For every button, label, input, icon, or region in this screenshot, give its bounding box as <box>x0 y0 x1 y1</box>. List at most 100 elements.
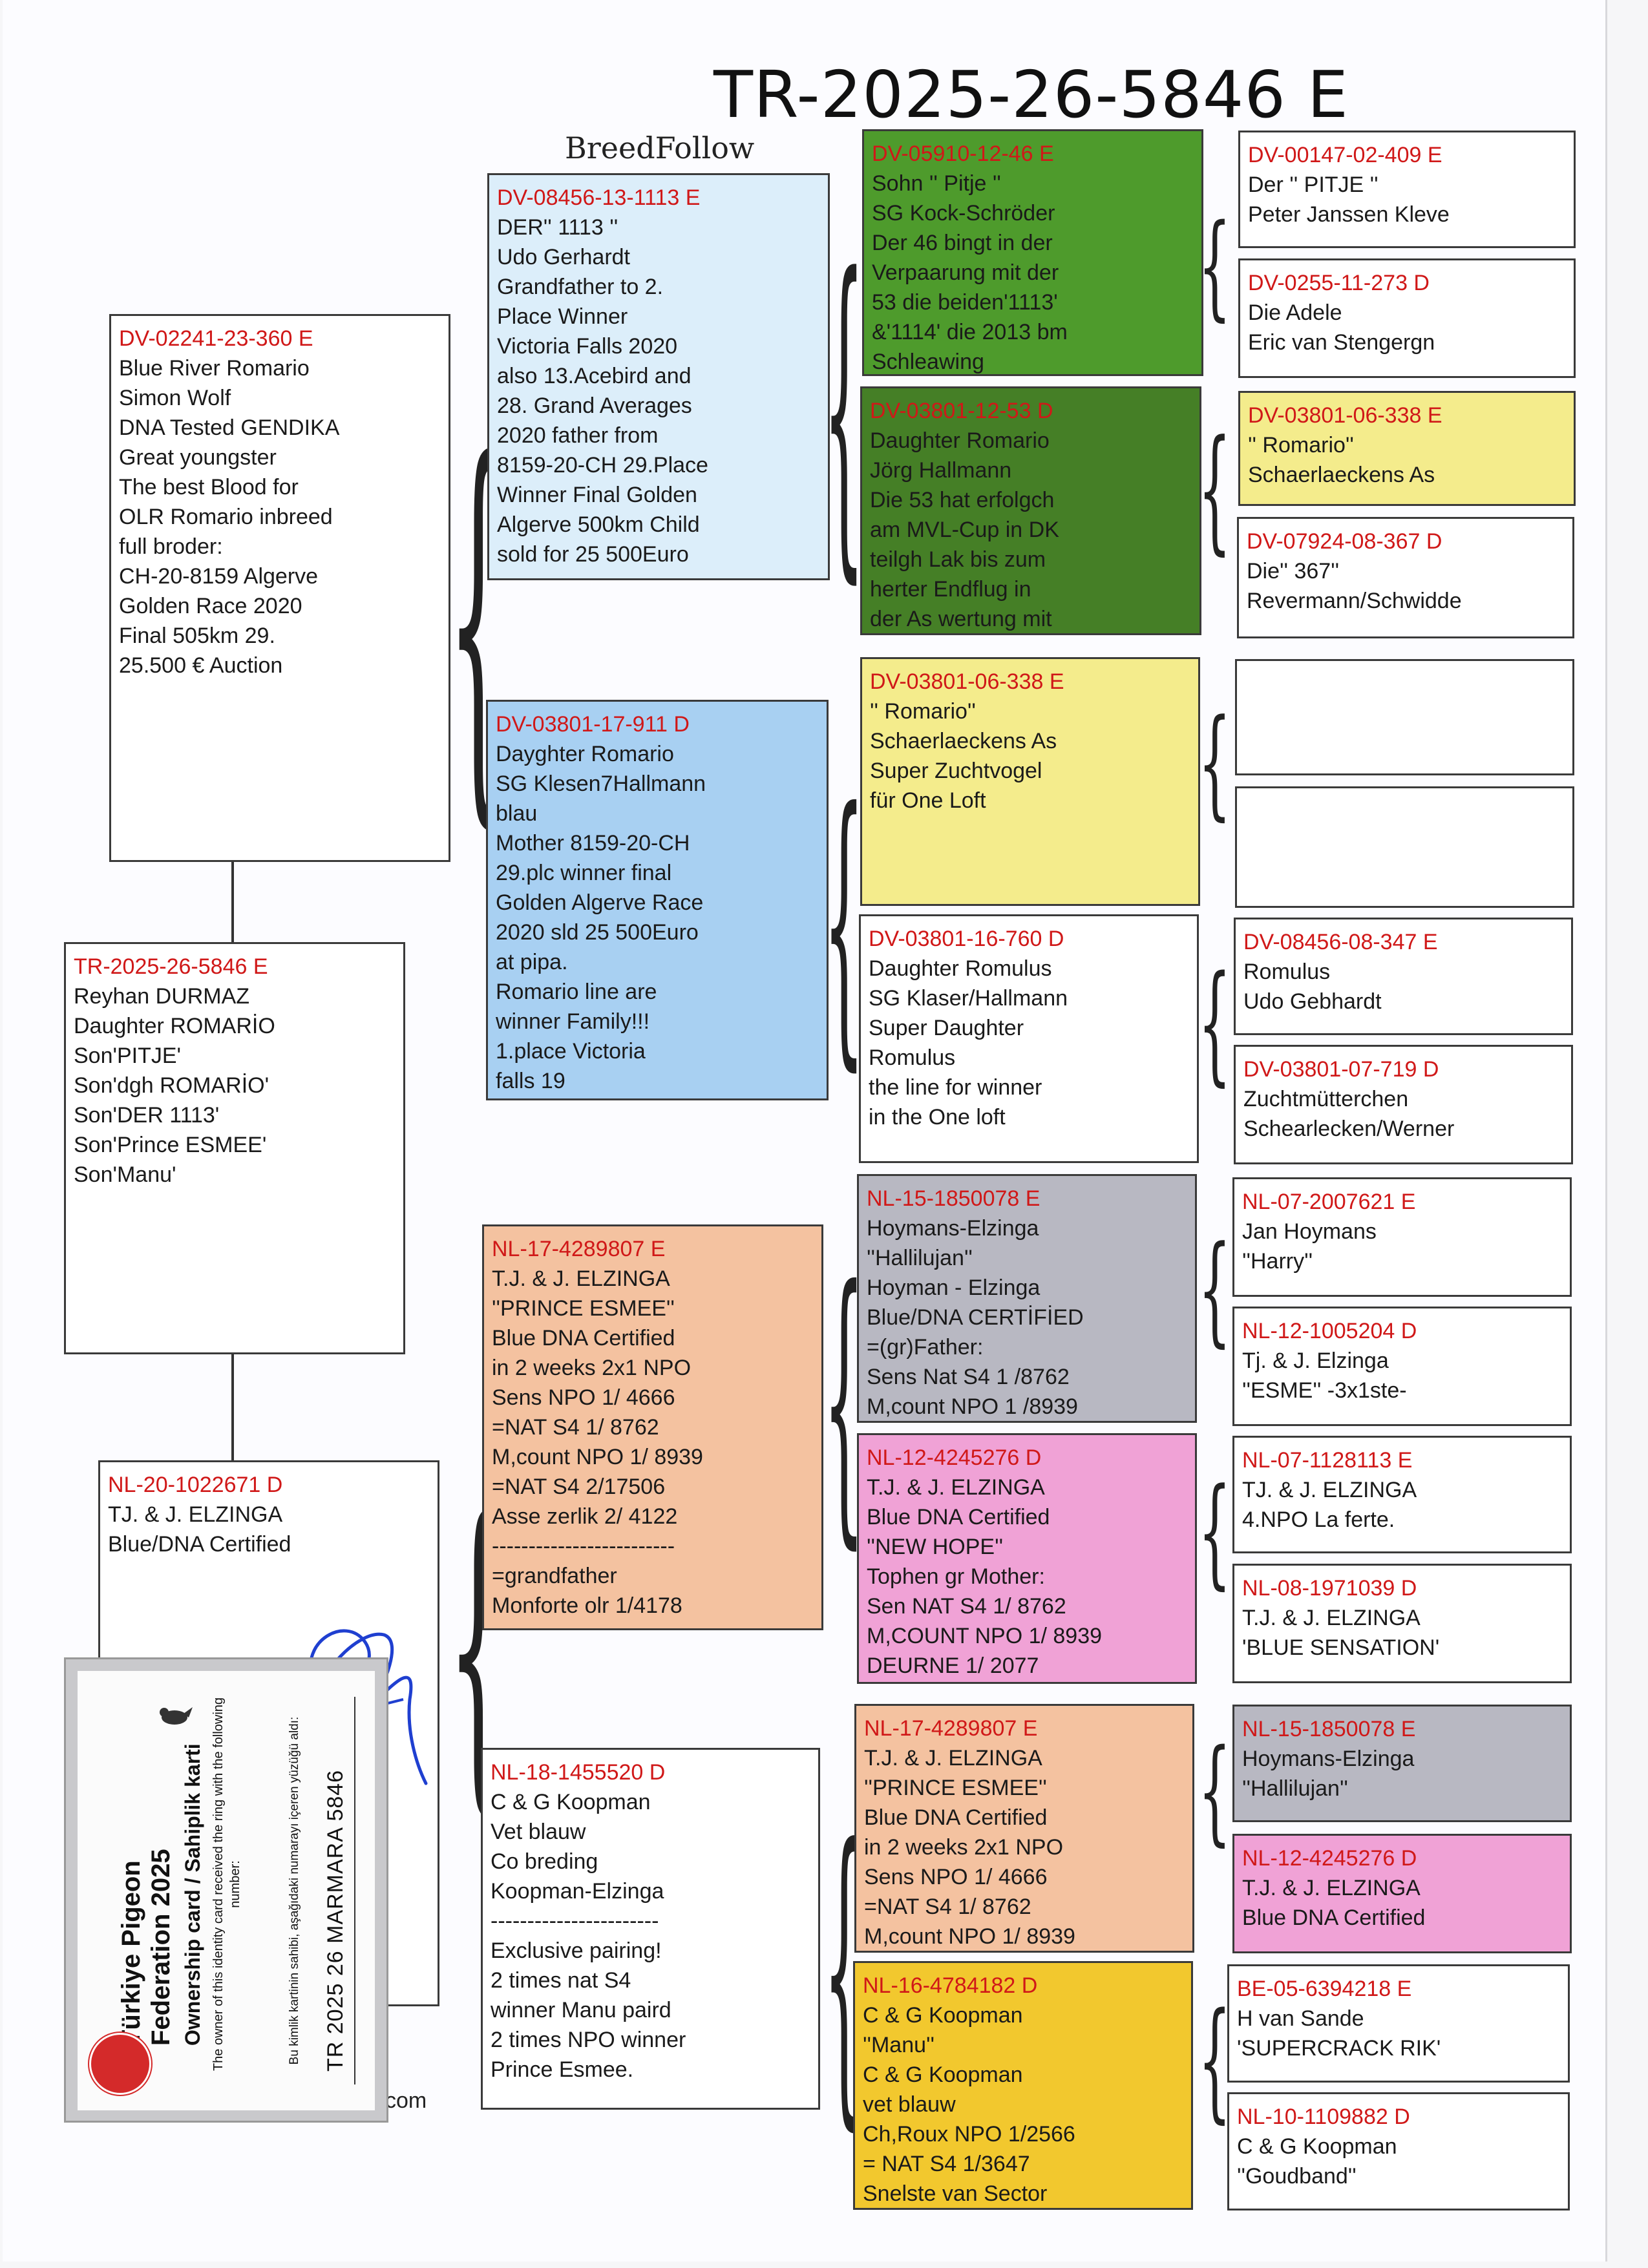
pedigree-line: Prince Esmee. <box>491 2057 634 2082</box>
pedigree-brace: { <box>1198 200 1231 333</box>
connector-line <box>231 861 234 942</box>
pedigree-line: SG Kock-Schröder <box>872 201 1055 226</box>
pedigree-line: Hoymans-Elzinga <box>867 1216 1039 1241</box>
pedigree-line: SG Klesen7Hallmann <box>496 772 706 796</box>
ring-number: DV-0255-11-273 D <box>1248 271 1430 295</box>
g3-box-1: DV-05910-12-46 E Sohn '' Pitje '' SG Kock-… <box>862 129 1203 376</box>
pedigree-line: Golden Race 2020 <box>119 594 302 618</box>
pedigree-line: T.J. & J. ELZINGA <box>867 1475 1045 1500</box>
g3-box-3: DV-03801-06-338 E'' Romario''Schaerlaeck… <box>860 657 1200 906</box>
pedigree-line: in 2 weeks 2x1 NPO <box>864 1835 1064 1860</box>
card-org-name: Türkiye Pigeon Federation 2025 <box>117 1849 175 2046</box>
pedigree-line: 25.500 € Auction <box>119 653 283 678</box>
pedigree-line: 28. Grand Averages <box>497 394 692 418</box>
pedigree-line: Vet blauw <box>491 1820 586 1844</box>
pedigree-line: &'1114' die 2013 bm <box>872 320 1068 344</box>
pedigree-line: winner Manu paird <box>491 1998 671 2022</box>
pedigree-line: Son'PITJE' <box>74 1044 182 1068</box>
pedigree-brace: { <box>1198 948 1231 1098</box>
pedigree-line: blau <box>496 801 538 826</box>
pedigree-line: in the One loft <box>869 1105 1006 1129</box>
pedigree-line: Zuchtmütterchen <box>1243 1087 1409 1111</box>
pedigree-line: C & G Koopman <box>863 2063 1023 2087</box>
pedigree-line: in 2 weeks 2x1 NPO <box>492 1356 692 1380</box>
pedigree-line: Die Adele <box>1248 300 1342 325</box>
pedigree-line: Sens Nat S4 1 /8762 <box>867 1365 1070 1389</box>
pedigree-line: 2 times nat S4 <box>491 1968 631 1993</box>
pedigree-line: the line for winner <box>869 1075 1042 1100</box>
pedigree-line: Revermann/Schwidde <box>1247 589 1462 613</box>
ring-number: NL-18-1455520 D <box>491 1760 666 1785</box>
pedigree-line: 8159-20-CH 29.Place <box>497 453 708 478</box>
pedigree-line: 'SUPERCRACK RIK' <box>1237 2036 1441 2061</box>
ring-number: DV-08456-13-1113 E <box>497 185 701 210</box>
pedigree-line: Monforte olr 1/4178 <box>492 1593 682 1618</box>
pedigree-line: 2 times NPO winner <box>491 2028 686 2052</box>
pedigree-line: OLR Romario inbreed <box>119 505 333 529</box>
pedigree-line: Schaerlaeckens As <box>1248 463 1435 487</box>
pedigree-line: Blue River Romario <box>119 356 310 381</box>
pedigree-brace: { <box>1198 1725 1231 1858</box>
ring-number: DV-03801-06-338 E <box>1248 403 1442 428</box>
pedigree-line: ----------------------- <box>491 1909 659 1933</box>
pedigree-line: Sohn '' Pitje '' <box>872 171 1001 196</box>
ring-number: DV-00147-02-409 E <box>1248 143 1442 167</box>
page-title: TR-2025-26-5846 E <box>713 57 1349 132</box>
ring-number: NL-15-1850078 E <box>1242 1717 1416 1741</box>
pedigree-line: ''NEW HOPE'' <box>867 1535 1004 1559</box>
pedigree-line: 2020 father from <box>497 423 659 448</box>
ring-number: TR-2025-26-5846 E <box>74 954 268 979</box>
pedigree-line: =NAT S4 1/ 8762 <box>864 1895 1031 1919</box>
g4-box-3: DV-03801-06-338 E'' Romario''Schaerlaeck… <box>1238 391 1576 506</box>
pedigree-line: Reyhan DURMAZ <box>74 984 250 1009</box>
pedigree-line: DNA Tested GENDIKA <box>119 415 340 440</box>
pedigree-brace: { <box>1198 411 1231 568</box>
pedigree-line: vet blauw <box>863 2092 956 2117</box>
pedigree-line: Udo Gebhardt <box>1243 989 1382 1014</box>
pedigree-line: ''ESME'' -3x1ste- <box>1242 1378 1407 1403</box>
pedigree-line: C & G Koopman <box>1237 2134 1397 2159</box>
pedigree-line: =(gr)Father: <box>867 1335 984 1360</box>
pedigree-line: Die'' 367'' <box>1247 559 1340 583</box>
pedigree-line: Daughter Romulus <box>869 956 1052 981</box>
pedigree-line: Blue DNA Certified <box>864 1805 1048 1830</box>
pedigree-line: T.J. & J. ELZINGA <box>864 1746 1042 1770</box>
pedigree-line: DEURNE 1/ 2077 <box>867 1654 1039 1678</box>
pedigree-line: Son'Prince ESMEE' <box>74 1133 267 1157</box>
pedigree-line: Daughter ROMARİO <box>74 1014 275 1038</box>
pedigree-line: Romulus <box>869 1045 956 1070</box>
pedigree-line: Peter Janssen Kleve <box>1248 202 1450 227</box>
pedigree-line: herter Endflug in <box>870 577 1031 602</box>
pedigree-line: teilgh Lak bis zum <box>870 547 1046 572</box>
pedigree-line: The best Blood for <box>119 475 299 499</box>
pedigree-line: ''Manu'' <box>863 2033 935 2057</box>
card-underline <box>354 1697 355 2084</box>
pedigree-line: Algerve 500km Child <box>497 512 700 537</box>
ring-number: NL-12-1005204 D <box>1242 1319 1417 1343</box>
pedigree-line: =NAT S4 2/17506 <box>492 1475 666 1499</box>
pedigree-line: winner Family!!! <box>496 1009 650 1034</box>
ring-number: NL-12-4245276 D <box>867 1445 1042 1470</box>
ring-number: DV-05910-12-46 E <box>872 142 1054 166</box>
card-title: Ownership card / Sahiplik karti <box>181 1743 204 2046</box>
pedigree-line: TJ. & J. ELZINGA <box>1242 1478 1417 1502</box>
ring-number: NL-08-1971039 D <box>1242 1576 1417 1601</box>
footer-text-fragment: com <box>385 2088 427 2113</box>
pedigree-line: Asse zerlik 2/ 4122 <box>492 1504 678 1529</box>
pedigree-line: Eric van Stengergn <box>1248 330 1435 355</box>
pedigree-sheet: TR-2025-26-5846 E BreedFollow { { { { { … <box>3 0 1607 2262</box>
pedigree-line: ''PRINCE ESMEE'' <box>864 1776 1047 1800</box>
pedigree-line: Tophen gr Mother: <box>867 1564 1045 1589</box>
pedigree-line: =NAT S4 1/ 8762 <box>492 1415 659 1440</box>
pedigree-brace: { <box>823 204 865 613</box>
pedigree-line: Super Daughter <box>869 1016 1024 1040</box>
pedigree-line: TJ. & J. ELZINGA <box>108 1502 283 1527</box>
pedigree-line: full broder: <box>119 534 223 559</box>
pedigree-line: also 13.Acebird and <box>497 364 692 388</box>
pedigree-line: Mother 8159-20-CH <box>496 831 690 856</box>
pedigree-line: Jan Hoymans <box>1242 1219 1377 1244</box>
